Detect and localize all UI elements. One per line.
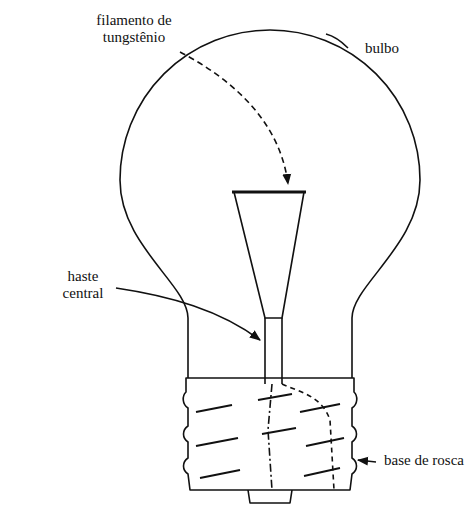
- leader-line: [116, 288, 260, 340]
- part-label: filamento de tungstênio: [84, 12, 184, 46]
- bulb-outline: [120, 30, 420, 378]
- lead-wire: [268, 384, 272, 490]
- tungsten-filament: [232, 191, 306, 194]
- part-label: bulbo: [352, 40, 412, 57]
- central-stem: [265, 318, 282, 384]
- filament-support: [234, 192, 304, 318]
- leader-line: [180, 52, 288, 184]
- leader-line: [358, 460, 376, 462]
- lead-wire: [282, 384, 334, 490]
- part-label: base de rosca: [378, 452, 470, 469]
- screw-base: [183, 378, 357, 490]
- leader-line: [326, 34, 348, 48]
- part-label: haste central: [52, 268, 114, 302]
- base-contact: [248, 490, 292, 503]
